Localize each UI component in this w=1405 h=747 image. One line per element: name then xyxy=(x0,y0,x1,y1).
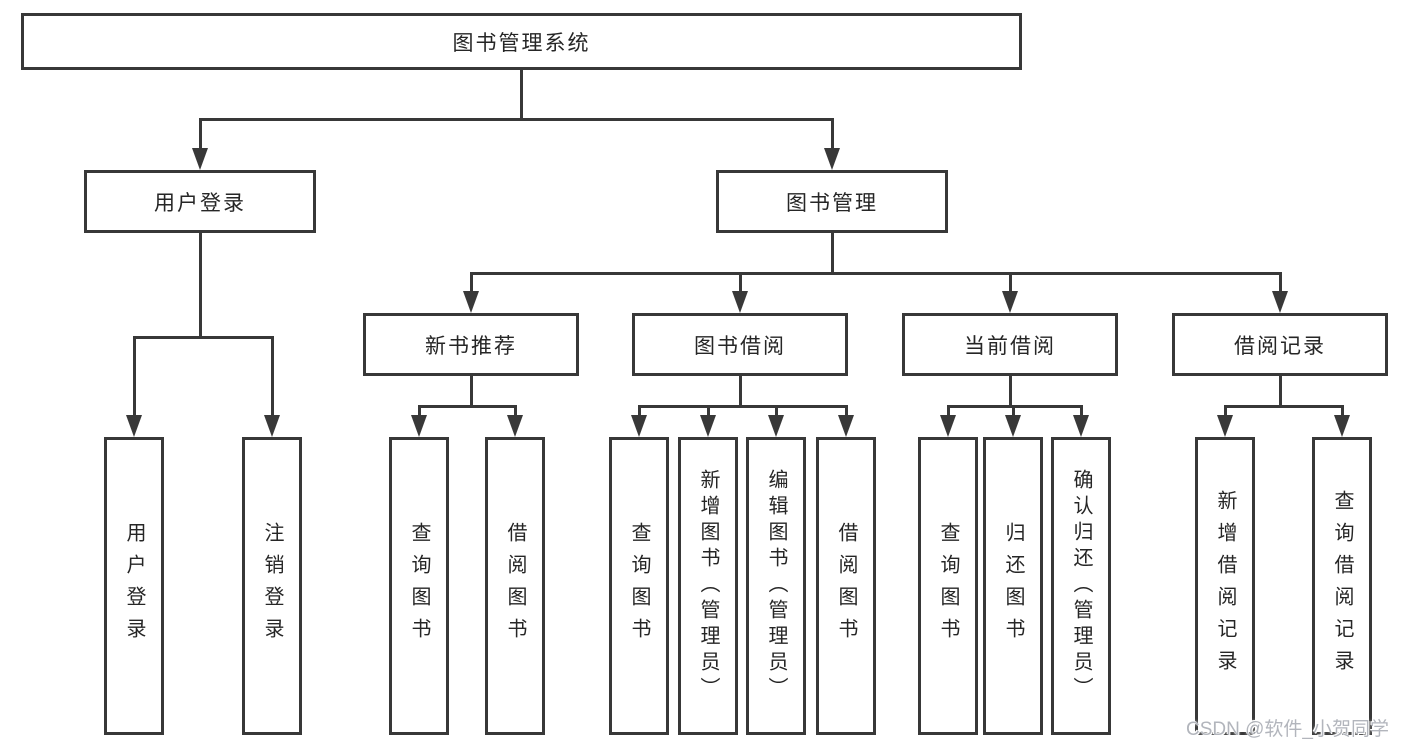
connector-drop-borrow-records xyxy=(1279,272,1282,293)
connector-new-book-bar xyxy=(418,405,517,408)
node-book-borrow: 图书借阅 xyxy=(632,313,848,376)
arrowhead-borrow2 xyxy=(838,415,854,437)
arrowhead-leaf-user-login xyxy=(126,415,142,437)
connector-drop-query3 xyxy=(947,405,950,417)
leaf-query-books-current: 查询图书 xyxy=(918,437,978,735)
connector-borrow-records-trunk xyxy=(1279,373,1282,408)
connector-drop-query1 xyxy=(418,405,421,417)
connector-book-borrow-trunk xyxy=(739,373,742,408)
connector-book-borrow-bar xyxy=(638,405,848,408)
csdn-watermark: CSDN @软件_小贺同学 xyxy=(1186,719,1389,740)
arrowhead-query1 xyxy=(411,415,427,437)
arrowhead-current-borrow xyxy=(1002,291,1018,313)
node-book-management: 图书管理 xyxy=(716,170,948,233)
arrowhead-query3 xyxy=(940,415,956,437)
connector-drop-book-borrow xyxy=(739,272,742,293)
arrowhead-new-book xyxy=(463,291,479,313)
connector-drop-borrow1 xyxy=(514,405,517,417)
arrowhead-edit-book xyxy=(768,415,784,437)
connector-drop-book-management xyxy=(831,118,834,150)
connector-drop-add-record xyxy=(1224,405,1227,417)
connector-drop-query-record xyxy=(1341,405,1344,417)
connector-root-trunk xyxy=(520,68,523,121)
connector-drop-new-book xyxy=(470,272,473,293)
node-library-system: 图书管理系统 xyxy=(21,13,1022,70)
connector-level2-bar xyxy=(470,272,1282,275)
arrowhead-borrow-records xyxy=(1272,291,1288,313)
connector-drop-query2 xyxy=(638,405,641,417)
leaf-borrow-books-borrow: 借阅图书 xyxy=(816,437,876,735)
arrowhead-confirm-return xyxy=(1073,415,1089,437)
arrowhead-book-management xyxy=(824,148,840,170)
connector-drop-edit-book xyxy=(775,405,778,417)
arrowhead-return-book xyxy=(1005,415,1021,437)
connector-drop-confirm-return xyxy=(1080,405,1083,417)
node-user-login: 用户登录 xyxy=(84,170,316,233)
node-borrow-records: 借阅记录 xyxy=(1172,313,1388,376)
arrowhead-book-borrow xyxy=(732,291,748,313)
arrowhead-query2 xyxy=(631,415,647,437)
connector-drop-user-login xyxy=(199,118,202,150)
leaf-return-book: 归还图书 xyxy=(983,437,1043,735)
leaf-confirm-return-admin: 确认归还（管理员） xyxy=(1051,437,1111,735)
connector-drop-current-borrow xyxy=(1009,272,1012,293)
leaf-logout: 注销登录 xyxy=(242,437,302,735)
arrowhead-add-book xyxy=(700,415,716,437)
connector-current-borrow-trunk xyxy=(1009,373,1012,408)
node-current-borrow: 当前借阅 xyxy=(902,313,1118,376)
connector-new-book-trunk xyxy=(470,373,473,408)
leaf-borrow-books-recommend: 借阅图书 xyxy=(485,437,545,735)
connector-drop-borrow2 xyxy=(845,405,848,417)
leaf-query-books-recommend: 查询图书 xyxy=(389,437,449,735)
arrowhead-user-login xyxy=(192,148,208,170)
leaf-query-borrow-record: 查询借阅记录 xyxy=(1312,437,1372,735)
arrowhead-leaf-logout xyxy=(264,415,280,437)
arrowhead-query-record xyxy=(1334,415,1350,437)
leaf-user-login: 用户登录 xyxy=(104,437,164,735)
connector-drop-add-book xyxy=(707,405,710,417)
connector-level1-bar xyxy=(199,118,834,121)
connector-borrow-records-bar xyxy=(1224,405,1344,408)
connector-drop-return-book xyxy=(1012,405,1015,417)
leaf-edit-book-admin: 编辑图书（管理员） xyxy=(746,437,806,735)
leaf-add-borrow-record: 新增借阅记录 xyxy=(1195,437,1255,735)
leaf-add-book-admin: 新增图书（管理员） xyxy=(678,437,738,735)
leaf-query-books-borrow: 查询图书 xyxy=(609,437,669,735)
connector-drop-leaf-user-login xyxy=(133,336,136,417)
connector-drop-leaf-logout xyxy=(271,336,274,417)
connector-user-login-bar xyxy=(133,336,274,339)
arrowhead-add-record xyxy=(1217,415,1233,437)
node-new-book-recommend: 新书推荐 xyxy=(363,313,579,376)
connector-user-login-trunk xyxy=(199,231,202,339)
connector-current-borrow-bar xyxy=(947,405,1083,408)
arrowhead-borrow1 xyxy=(507,415,523,437)
connector-book-management-trunk xyxy=(831,231,834,275)
